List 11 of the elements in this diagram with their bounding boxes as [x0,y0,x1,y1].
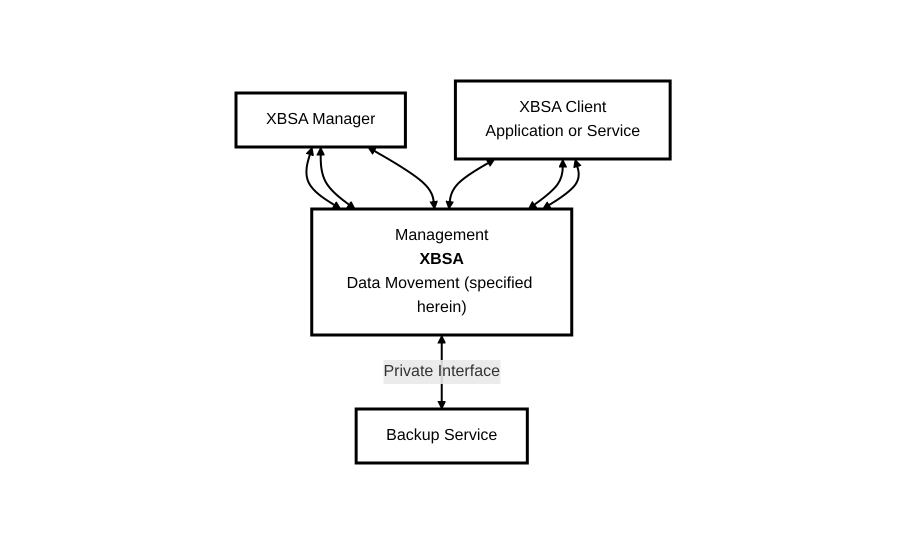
arrow [542,158,582,210]
arrow [446,158,496,210]
arrow [316,147,356,210]
node-box: XBSA Client Application or Service [454,80,672,160]
node-box: Backup Service [355,408,530,464]
node-box: Management XBSA Data Movement (specified herein) [310,208,574,336]
arrow [306,146,342,210]
arrow [368,146,438,210]
arrow [528,159,568,210]
edge-label: Private Interface [384,363,500,380]
node-box: XBSA Manager [234,92,408,148]
